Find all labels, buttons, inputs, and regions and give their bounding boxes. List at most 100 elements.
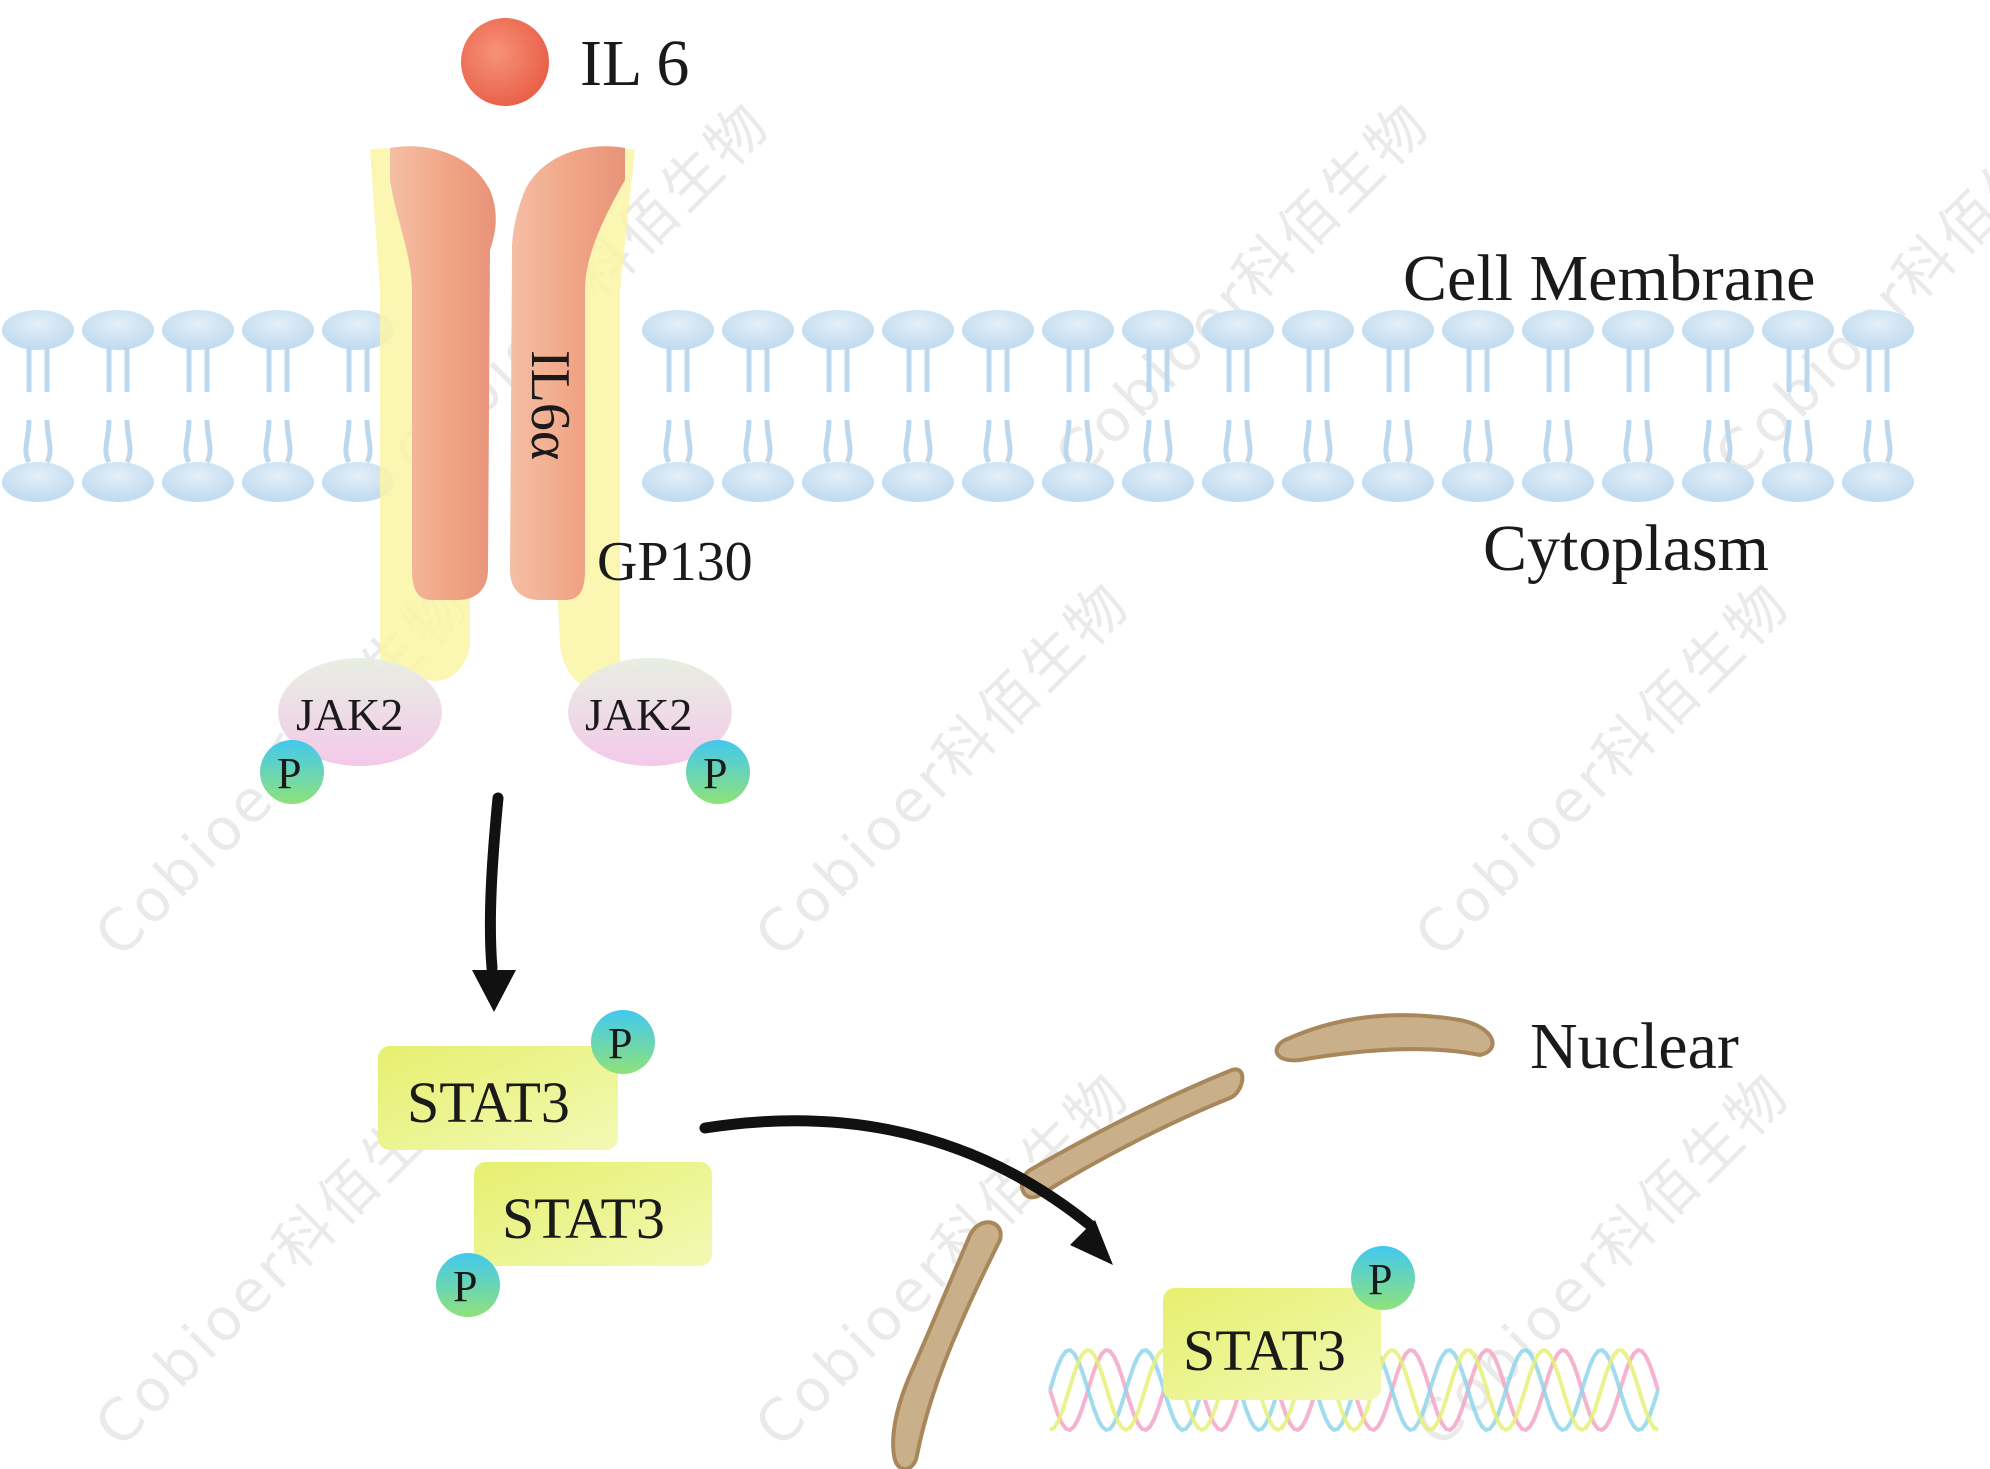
lipid-head-inner [2,462,74,502]
lipid-head-inner [242,462,314,502]
lipid-head-inner [1762,462,1834,502]
lipid-tail-inner [1543,419,1573,464]
jak2-right-body [568,658,732,766]
lipid-tail-outer [1706,348,1730,392]
lipid-head-outer [642,310,714,350]
lipid-head-outer [242,310,314,350]
cell-membrane-bilayer [2,310,1914,502]
lipid-tail-inner [103,419,133,464]
lipid-tail-inner [1303,419,1333,464]
stat3-top-label: STAT3 [407,1070,570,1135]
lipid-head-inner [1602,462,1674,502]
lipid-tail-outer [1786,348,1810,392]
lipid-head-inner [1682,462,1754,502]
stat3-dimer: STAT3 P STAT3 P [378,1010,712,1317]
phospho-stat3-top-label: P [608,1019,632,1068]
lipid-head-inner [722,462,794,502]
lipid-head-outer [802,310,874,350]
lipid-head-inner [1442,462,1514,502]
lipid-tail-inner [903,419,933,464]
watermark-text: Cobioer科佰生物 [742,568,1144,970]
lipid-head-inner [882,462,954,502]
lipid-tail-inner [1863,419,1893,464]
stat3-nuclear-label: STAT3 [1183,1318,1346,1383]
phospho-stat3-top [591,1010,655,1074]
watermark-text: Cobioer科佰生物 [1402,1058,1804,1460]
lipid-tail-inner [743,419,773,464]
lipid-head-outer [1362,310,1434,350]
jak2-right: JAK2 P [568,658,750,804]
translocation-arrowhead [1070,1220,1113,1265]
phospho-stat3-nuclear [1351,1246,1415,1310]
lipid-tail-outer [1306,348,1330,392]
lipid-head-inner [322,462,394,502]
phospho-stat3-bottom [436,1253,500,1317]
lipid-tail-outer [746,348,770,392]
lipid-head-inner [1122,462,1194,502]
lipid-head-outer [82,310,154,350]
lipid-head-outer [1442,310,1514,350]
il6-label: IL 6 [580,27,689,100]
lipid-tail-outer [26,348,50,392]
lipid-tail-outer [1146,348,1170,392]
lipid-head-outer [962,310,1034,350]
lipid-tail-inner [823,419,853,464]
watermark-text: Cobioer科佰生物 [1402,568,1804,970]
lipid-head-outer [1842,310,1914,350]
phospho-jak2-right-label: P [703,749,727,798]
lipid-head-inner [1202,462,1274,502]
lipid-head-inner [82,462,154,502]
jak2-left-label: JAK2 [296,689,403,740]
stat3-nuclear: STAT3 P [1163,1246,1415,1400]
jak2-right-label: JAK2 [585,689,692,740]
lipid-head-outer [1282,310,1354,350]
stat3-bottom-label: STAT3 [502,1186,665,1251]
phospho-jak2-left-label: P [277,749,301,798]
lipid-tail-inner [983,419,1013,464]
lipid-head-inner [1842,462,1914,502]
stat3-bottom-box [474,1162,712,1266]
lipid-tail-outer [1866,348,1890,392]
lipid-head-inner [802,462,874,502]
dna-strand-3 [1049,1348,1659,1433]
lipid-tail-outer [1066,348,1090,392]
lipid-tail-outer [906,348,930,392]
lipid-tail-inner [263,419,293,464]
lipid-tail-inner [1063,419,1093,464]
stat3-nuclear-box [1163,1288,1381,1400]
lipid-head-outer [882,310,954,350]
lipid-head-inner [1282,462,1354,502]
il6-receptor-alpha-label: IL6α [519,350,581,460]
activation-arrow [484,792,504,974]
nuclear-label: Nuclear [1530,1010,1739,1083]
jak2-left-body [278,658,442,766]
lipid-tail-outer [1546,348,1570,392]
lipid-head-outer [722,310,794,350]
activation-arrowhead [472,970,516,1012]
cytoplasm-label: Cytoplasm [1483,512,1769,585]
lipid-tail-outer [266,348,290,392]
lipid-head-outer [1762,310,1834,350]
lipid-tail-inner [343,419,373,464]
lipid-head-outer [1522,310,1594,350]
nuclear-envelope [891,1013,1495,1469]
lipid-head-inner [1362,462,1434,502]
watermark-text: Cobioer科佰生物 [1042,88,1444,490]
lipid-tail-outer [186,348,210,392]
phospho-jak2-right [686,740,750,804]
lipid-tail-inner [1623,419,1653,464]
nuclear-envelope-segment-2 [1274,1013,1495,1063]
lipid-head-outer [1202,310,1274,350]
lipid-tail-inner [1463,419,1493,464]
phospho-jak2-left [260,740,324,804]
translocation-arrow [699,1115,1096,1231]
lipid-head-outer [1682,310,1754,350]
lipid-head-inner [1042,462,1114,502]
lipid-tail-inner [1703,419,1733,464]
phospho-stat3-bottom-label: P [453,1262,477,1311]
phospho-stat3-nuclear-label: P [1368,1255,1392,1304]
lipid-tail-outer [346,348,370,392]
lipid-tail-outer [826,348,850,392]
lipid-tail-inner [1383,419,1413,464]
